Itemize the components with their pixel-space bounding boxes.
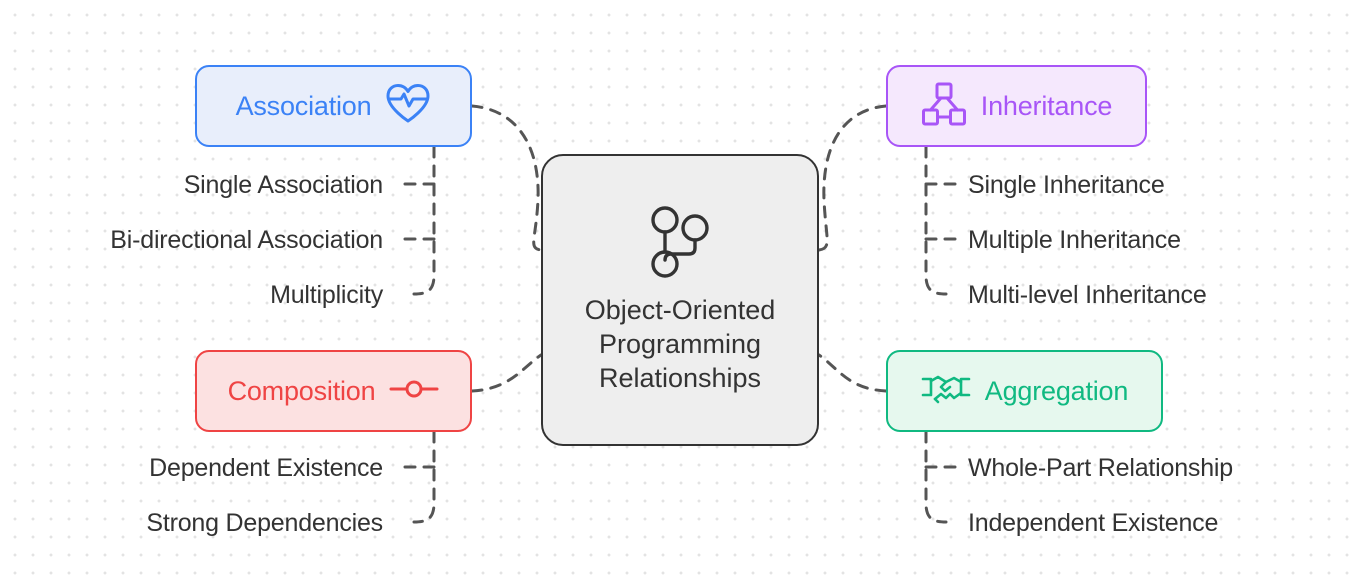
node-composition-label: Composition <box>227 375 376 406</box>
leaf-strong-dependencies[interactable]: Strong Dependencies <box>146 509 383 537</box>
edge-center-association <box>470 104 543 252</box>
hierarchy-icon <box>921 81 967 132</box>
heart-pulse-icon <box>385 83 431 130</box>
link-node-icon <box>389 377 439 406</box>
leaf-independent-existence[interactable]: Independent Existence <box>968 509 1219 537</box>
node-inheritance[interactable]: Inheritance <box>886 65 1147 147</box>
node-composition[interactable]: Composition <box>195 350 472 432</box>
edge-center-composition <box>470 353 543 393</box>
node-center[interactable]: Object-Oriented Programming Relationship… <box>541 154 819 446</box>
edge-aggregation-spine <box>924 430 948 524</box>
edge-inheritance-spine <box>924 145 948 296</box>
center-node-label: Object-Oriented Programming Relationship… <box>584 294 776 393</box>
node-association[interactable]: Association <box>195 65 472 147</box>
edge-composition-spine <box>412 430 436 524</box>
edge-center-aggregation <box>817 353 888 393</box>
node-aggregation-label: Aggregation <box>984 375 1129 406</box>
git-branch-icon <box>649 205 711 283</box>
leaf-single-association[interactable]: Single Association <box>183 171 384 199</box>
edge-center-inheritance <box>817 104 888 252</box>
edge-association-spine <box>412 145 436 296</box>
leaf-dependent-existence[interactable]: Dependent Existence <box>149 454 383 482</box>
leaf-bi-directional-association[interactable]: Bi-directional Association <box>110 226 383 254</box>
leaf-multiplicity[interactable]: Multiplicity <box>270 281 383 309</box>
node-association-label: Association <box>235 90 372 121</box>
node-inheritance-label: Inheritance <box>980 90 1113 121</box>
leaf-whole-part-relationship[interactable]: Whole-Part Relationship <box>968 454 1233 482</box>
leaf-multi-level-inheritance[interactable]: Multi-level Inheritance <box>968 281 1207 309</box>
leaf-single-inheritance[interactable]: Single Inheritance <box>968 171 1165 199</box>
leaf-multiple-inheritance[interactable]: Multiple Inheritance <box>968 226 1181 254</box>
handshake-icon <box>921 369 971 414</box>
node-aggregation[interactable]: Aggregation <box>886 350 1163 432</box>
